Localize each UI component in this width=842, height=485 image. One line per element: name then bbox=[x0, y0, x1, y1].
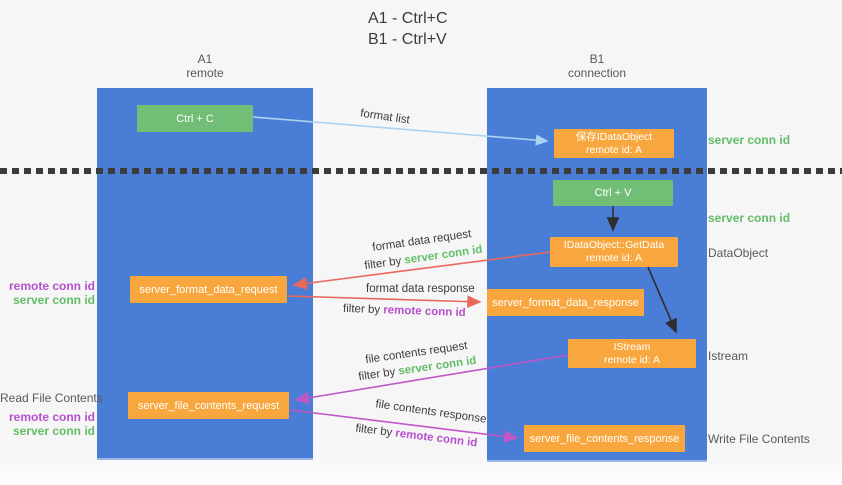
column-header-b1: B1 connection bbox=[487, 52, 707, 80]
remote-conn-id-inline: remote conn id bbox=[394, 427, 478, 450]
filter-by-text: filter by bbox=[354, 422, 397, 440]
file-request-label: server_file_contents_request bbox=[137, 399, 280, 412]
save-idataobject-node: 保存IDataObject remote id: A bbox=[554, 129, 674, 158]
remote-conn-id-inline: remote conn id bbox=[383, 304, 466, 320]
save-idataobject-line1: 保存IDataObject bbox=[575, 130, 653, 143]
ctrl-c-node: Ctrl + C bbox=[137, 105, 253, 132]
column-a1-name: A1 bbox=[197, 52, 213, 66]
server-conn-id-label-mid: server conn id bbox=[708, 211, 791, 225]
filter-by-text: filter by bbox=[342, 302, 384, 317]
istream-line1: IStream bbox=[613, 340, 651, 353]
save-idataobject-line2: remote id: A bbox=[585, 143, 643, 156]
column-a1-subtitle: remote bbox=[186, 66, 224, 80]
filter-by-remote-conn-id-1: filter by remote conn id bbox=[343, 303, 466, 319]
istream-line2: remote id: A bbox=[603, 353, 661, 366]
format-data-response-label: format data response bbox=[366, 283, 475, 295]
server-format-data-response-node: server_format_data_response bbox=[487, 289, 644, 316]
file-contents-response-label: file contents response bbox=[374, 398, 488, 426]
column-b1-name: B1 bbox=[589, 52, 605, 66]
server-format-data-request-node: server_format_data_request bbox=[130, 276, 287, 303]
filter-by-remote-conn-id-2: filter by remote conn id bbox=[355, 423, 478, 450]
istream-node: IStream remote id: A bbox=[568, 339, 696, 368]
remote-conn-id-label-left1: remote conn id bbox=[8, 279, 95, 293]
format-response-label: server_format_data_response bbox=[492, 296, 639, 309]
server-conn-id-label-left2: server conn id bbox=[12, 424, 95, 438]
dataobject-label: DataObject bbox=[708, 246, 769, 260]
ctrl-v-node: Ctrl + V bbox=[553, 180, 673, 206]
column-b1-subtitle: connection bbox=[567, 66, 627, 80]
format-data-response-arrow bbox=[287, 295, 482, 308]
machine-boundary-dotted-line bbox=[0, 168, 842, 174]
istream-side-label: Istream bbox=[708, 349, 749, 363]
idataobject-getdata-node: IDataObject::GetData remote id: A bbox=[550, 237, 678, 267]
getdata-line2: remote id: A bbox=[585, 252, 643, 264]
title-line-b1: B1 - Ctrl+V bbox=[368, 31, 447, 48]
read-file-contents-label: Read File Contents bbox=[0, 391, 103, 405]
write-file-contents-label: Write File Contents bbox=[708, 432, 810, 446]
server-conn-id-label-left1: server conn id bbox=[12, 293, 95, 307]
filter-by-text: filter by bbox=[357, 365, 400, 384]
column-header-a1: A1 remote bbox=[97, 52, 313, 80]
filter-by-text: filter by bbox=[363, 254, 406, 273]
server-file-contents-response-node: server_file_contents_response bbox=[524, 425, 685, 452]
format-request-label: server_format_data_request bbox=[139, 283, 278, 296]
ctrl-c-label: Ctrl + C bbox=[176, 112, 214, 125]
server-file-contents-request-node: server_file_contents_request bbox=[128, 392, 289, 419]
getdata-line1: IDataObject::GetData bbox=[563, 239, 665, 251]
server-conn-id-label-top: server conn id bbox=[708, 133, 791, 147]
format-list-label: format list bbox=[359, 107, 411, 127]
ctrl-v-label: Ctrl + V bbox=[594, 187, 632, 199]
remote-conn-id-label-left2: remote conn id bbox=[8, 410, 95, 424]
file-response-label: server_file_contents_response bbox=[529, 432, 680, 445]
diagram-title: A1 - Ctrl+C B1 - Ctrl+V bbox=[368, 8, 448, 50]
title-line-a1: A1 - Ctrl+C bbox=[368, 10, 448, 27]
